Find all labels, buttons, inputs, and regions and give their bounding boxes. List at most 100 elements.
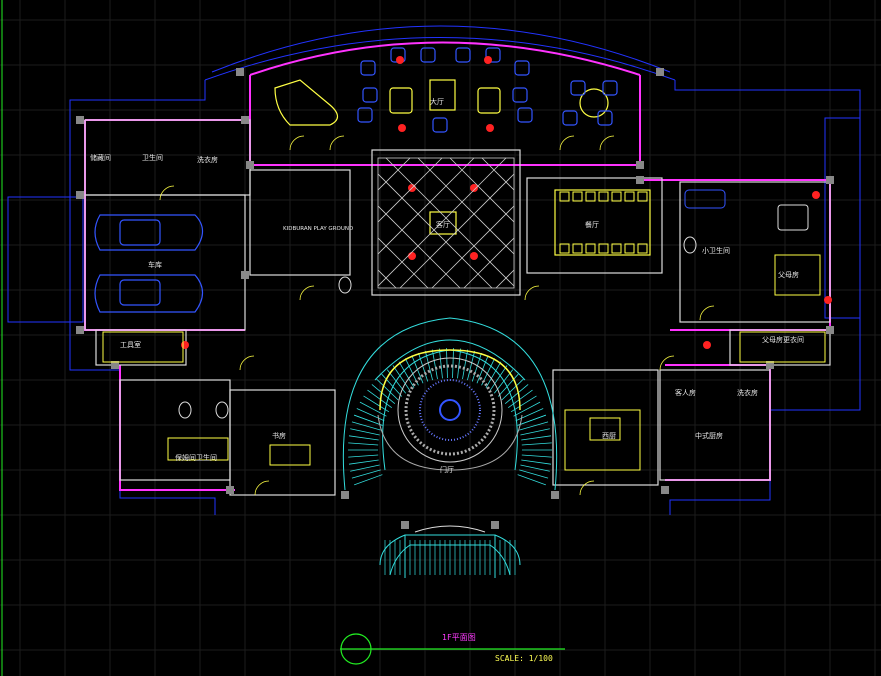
wall-column <box>241 271 249 279</box>
chair <box>517 107 533 123</box>
service-furniture <box>102 331 826 471</box>
red-ornament <box>470 184 478 192</box>
stair-tread <box>519 421 549 431</box>
stair-tread <box>517 414 546 426</box>
bathroom-fixtures <box>178 189 821 419</box>
stair-tread <box>367 389 392 409</box>
wall-columns <box>76 68 834 529</box>
stair-tread <box>418 352 429 382</box>
room-label-tool: 工具室 <box>120 340 141 349</box>
room-label-small-wc: 小卫生间 <box>702 246 730 255</box>
dining-chair <box>559 191 570 202</box>
wall-column <box>76 326 84 334</box>
dining-chair <box>559 243 570 254</box>
stair-tread <box>354 474 383 486</box>
room-label-garage: 车库 <box>148 260 162 269</box>
wall-column <box>766 361 774 369</box>
drawing-title: 1F平面图 <box>442 633 476 642</box>
stair-tread <box>348 442 379 446</box>
stair-tread <box>351 469 381 479</box>
dining-chair <box>585 243 596 254</box>
door-swing <box>579 480 595 496</box>
stair-tread <box>521 435 552 441</box>
stair-tread <box>513 401 541 417</box>
stair-tread <box>438 348 443 379</box>
room-label-kitchen: 西厨 <box>602 432 616 440</box>
door-swing <box>289 135 305 151</box>
stair-tread <box>520 428 550 436</box>
red-ornament <box>396 56 404 64</box>
chair <box>420 47 436 63</box>
chair <box>357 107 373 123</box>
stair-tread <box>521 454 552 458</box>
stair-tread <box>376 378 399 401</box>
wall-column <box>236 68 244 76</box>
dining-chair <box>637 191 648 202</box>
dining-chair <box>637 243 648 254</box>
stair-tread <box>392 365 411 391</box>
dining-chair <box>611 191 622 202</box>
chair <box>514 60 530 76</box>
wall-column <box>826 176 834 184</box>
dining-chair <box>624 243 635 254</box>
living-floor-pattern <box>377 157 515 289</box>
stair-tread <box>489 365 508 391</box>
stair-tread <box>350 464 380 472</box>
door-swing <box>559 135 575 151</box>
stair-tread <box>501 378 524 401</box>
door-swing <box>299 285 315 301</box>
stair-tread <box>457 348 462 379</box>
room-label-parents-room: 父母房 <box>778 270 799 279</box>
dining-chair <box>598 243 609 254</box>
stair-tread <box>356 408 385 422</box>
stair-tread <box>398 361 415 388</box>
wall-column <box>246 161 254 169</box>
red-ornament <box>470 252 478 260</box>
door-swing <box>659 355 675 371</box>
dining-chair <box>572 243 583 254</box>
room-label-play: KIDBURAN PLAY GROUND <box>283 226 353 232</box>
wall-column <box>401 521 409 529</box>
door-swing <box>159 185 175 201</box>
chair <box>562 110 578 126</box>
stair-tread <box>359 401 387 417</box>
step-treads <box>384 540 516 575</box>
stair-tread <box>381 373 403 397</box>
stair-tread <box>510 395 537 413</box>
room-label-laundry: 洗衣房 <box>197 155 218 164</box>
outer-outline <box>7 25 861 515</box>
wall-column <box>111 361 119 369</box>
chair <box>597 110 613 126</box>
room-label-wc: 卫生间 <box>142 153 163 162</box>
room-label-parents-closet: 父母房更衣间 <box>762 335 804 344</box>
stair-tread <box>521 459 552 465</box>
wall-column <box>656 68 664 76</box>
wall-column <box>341 491 349 499</box>
chair <box>455 47 471 63</box>
wall-column <box>661 486 669 494</box>
red-ornament <box>703 341 711 349</box>
stair-tread <box>517 474 546 486</box>
room-label-storage: 储藏间 <box>90 153 111 162</box>
dining-chair <box>611 243 622 254</box>
red-ornament <box>824 296 832 304</box>
room-label-nanny: 保姆间卫生间 <box>175 453 217 462</box>
chair <box>432 117 448 133</box>
spiral-staircase <box>342 317 558 491</box>
door-swings <box>159 135 715 496</box>
wall-column <box>76 191 84 199</box>
stair-tread <box>348 454 379 458</box>
stair-treads <box>348 348 552 486</box>
room-label-hall: 大厅 <box>430 97 444 106</box>
drawing-scale: SCALE: 1/100 <box>495 654 553 663</box>
wall-column <box>491 521 499 529</box>
red-ornaments <box>181 56 832 349</box>
stair-tread <box>504 384 529 405</box>
wall-column <box>241 116 249 124</box>
wall-column <box>826 326 834 334</box>
stair-tread <box>520 464 550 472</box>
stair-tread <box>462 349 469 380</box>
dining-chair <box>624 191 635 202</box>
red-ornament <box>398 124 406 132</box>
